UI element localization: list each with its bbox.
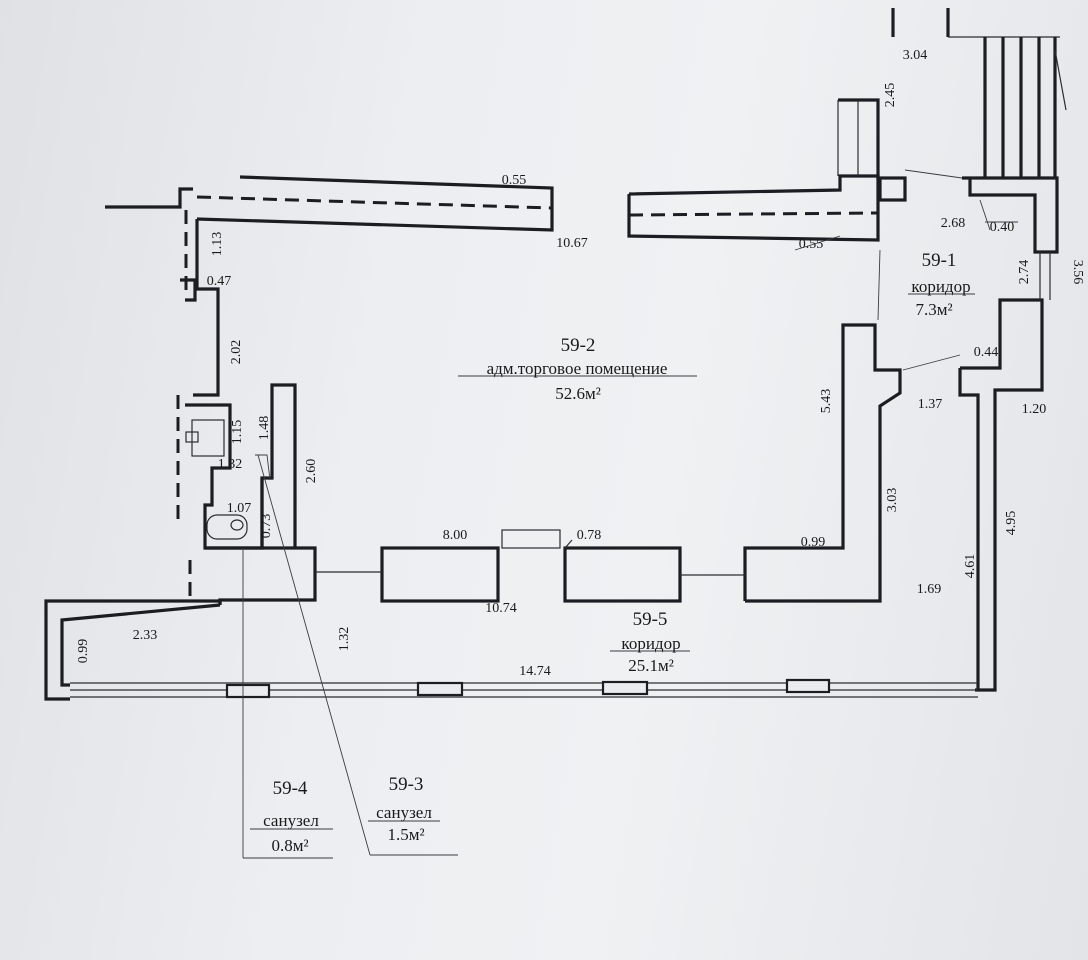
wall-south-west-inner (60, 603, 221, 687)
leader-1-32 (255, 454, 271, 481)
room-area: 1.5м² (387, 825, 424, 844)
dim-label: 2.60 (304, 459, 319, 484)
dim-label: 10.74 (485, 601, 517, 616)
dash-north (196, 195, 553, 210)
window-4 (785, 678, 831, 694)
wall-west-top (105, 187, 193, 209)
dim-label: 0.55 (502, 173, 527, 188)
dim-label: 2.33 (133, 628, 158, 643)
wall-east-upper (962, 176, 1059, 254)
dim-label: 2.45 (883, 83, 898, 108)
room-59-3-label: 59-3 санузел 1.5м² (376, 774, 432, 844)
leader-59-3 (257, 454, 371, 856)
dim-label: 0.44 (974, 345, 999, 360)
room-name: коридор (911, 277, 970, 296)
stair (837, 8, 1067, 300)
room-area: 52.6м² (555, 384, 601, 403)
leader-lines (242, 169, 1018, 859)
wall-east-corridor (960, 298, 1044, 692)
room-area: 25.1м² (628, 656, 674, 675)
wall-south-west (44, 599, 222, 701)
wall-pier-2 (563, 546, 682, 603)
leader-0-44 (902, 354, 961, 371)
dim-label: 0.99 (76, 639, 91, 664)
dim-label: 2.02 (229, 340, 244, 365)
room-name: санузел (263, 811, 319, 830)
sink-tap-icon (185, 431, 199, 443)
room-area: 0.8м² (271, 836, 308, 855)
dim-label: 1.32 (218, 457, 243, 472)
sink-icon (191, 419, 225, 457)
leader-0-55 (794, 235, 841, 251)
dim-label: 10.67 (556, 236, 588, 251)
wall-east-mid (958, 368, 980, 690)
dim-label: 5.43 (819, 389, 834, 414)
window-1 (225, 683, 271, 699)
room-area: 7.3м² (915, 300, 952, 319)
wall-west-inner (193, 219, 220, 397)
fixtures (185, 419, 248, 540)
wall-north-right (627, 174, 880, 242)
dim-label: 0.47 (207, 274, 232, 289)
dim-label: 3.04 (903, 48, 928, 63)
room-59-1-label: 59-1 коридор 7.3м² (911, 250, 970, 319)
dim-label: 0.73 (259, 514, 274, 539)
dim-label: 1.20 (1022, 402, 1047, 417)
room-number: 59-4 (273, 778, 308, 799)
dim-label: 1.15 (230, 420, 245, 445)
dashed-walls (176, 195, 879, 600)
room-number: 59-1 (922, 250, 957, 271)
stair-arrow (1054, 49, 1067, 111)
dim-label: 1.37 (918, 397, 943, 412)
walls (44, 8, 1059, 701)
room-59-4-label: 59-4 санузел 0.8м² (263, 778, 319, 855)
dimension-labels: 3.04 2.45 0.55 10.67 0.55 2.68 0.40 3.56… (76, 48, 1085, 679)
leader-2-68 (904, 169, 963, 179)
dim-label: 0.78 (577, 528, 602, 543)
window-3 (601, 680, 649, 696)
room-number: 59-3 (389, 774, 424, 795)
room-59-2-label: 59-2 адм.торговое помещение 52.6м² (487, 335, 668, 403)
room-59-5-label: 59-5 коридор 25.1м² (621, 609, 680, 675)
room-name: коридор (621, 634, 680, 653)
dim-label: 3.03 (885, 488, 900, 513)
dim-label: 1.13 (210, 232, 225, 257)
dim-label: 1.48 (257, 416, 272, 441)
room-name: санузел (376, 803, 432, 822)
leader-0-40 (979, 199, 991, 231)
wall-pier-1 (380, 546, 500, 603)
dim-label: 1.69 (917, 582, 942, 597)
wall-top-right-column (838, 98, 880, 180)
room-number: 59-2 (561, 335, 596, 356)
south-windows (70, 529, 978, 699)
wall-corridor-north-right (743, 323, 902, 603)
dim-label: 3.56 (1070, 260, 1085, 285)
niche-box (501, 529, 561, 549)
room-name: адм.торговое помещение (487, 359, 668, 378)
pier-marker (564, 539, 573, 549)
dim-label: 14.74 (519, 664, 551, 679)
room-number: 59-5 (633, 609, 668, 630)
dash-north-right (628, 211, 879, 217)
wall-stub-box (878, 176, 907, 202)
window-2 (416, 681, 464, 697)
dim-label: 4.61 (963, 554, 978, 579)
dim-label: 1.07 (227, 501, 252, 516)
dim-label: 2.68 (941, 216, 966, 231)
dim-label: 4.95 (1004, 511, 1019, 536)
dim-label: 0.55 (799, 237, 824, 252)
wall-corridor-north-left (205, 546, 317, 605)
toilet-icon (206, 514, 248, 540)
dim-label: 8.00 (443, 528, 468, 543)
leader-59-1 (877, 249, 881, 321)
dim-label: 1.32 (337, 627, 352, 652)
wall-north-left (196, 175, 554, 232)
dim-label: 0.99 (801, 535, 826, 550)
dim-label: 0.40 (990, 220, 1015, 235)
dim-label: 2.74 (1017, 260, 1032, 285)
toilet-bowl-icon (230, 519, 244, 531)
